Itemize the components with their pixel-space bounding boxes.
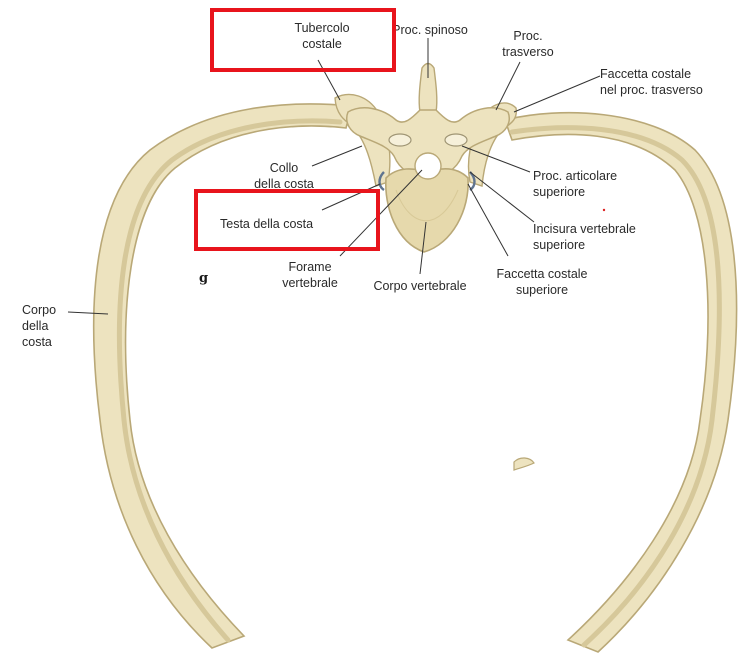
right-rib-shade: [512, 128, 719, 645]
vertebral-body: [386, 169, 468, 252]
label-collo-della-costa: Collo della costa: [236, 160, 332, 192]
vertebral-foramen: [415, 153, 441, 179]
label-incisura-vertebrale-superiore: Incisura vertebrale superiore: [533, 221, 663, 253]
label-corpo-vertebrale: Corpo vertebrale: [364, 278, 476, 294]
highlight-box-testa: [194, 189, 380, 251]
figure-letter: g: [199, 271, 208, 286]
highlight-box-tubercolo: [210, 8, 396, 72]
red-dot: [603, 209, 605, 211]
label-corpo-della-costa: Corpo della costa: [22, 302, 74, 350]
leader-faccetta-superiore: [468, 184, 508, 256]
articular-facet-right: [445, 134, 467, 146]
bone-fragment: [514, 458, 534, 470]
label-proc-trasverso: Proc. trasverso: [492, 28, 564, 60]
label-proc-articolare-superiore: Proc. articolare superiore: [533, 168, 653, 200]
label-forame-vertebrale: Forame vertebrale: [268, 259, 352, 291]
label-faccetta-costale-trasverso: Faccetta costale nel proc. trasverso: [600, 66, 730, 98]
label-faccetta-costale-superiore: Faccetta costale superiore: [480, 266, 604, 298]
leader-faccetta-trasverso: [514, 76, 600, 112]
label-proc-spinoso: Proc. spinoso: [384, 22, 476, 38]
leader-incisura: [470, 172, 534, 222]
articular-facet-left: [389, 134, 411, 146]
